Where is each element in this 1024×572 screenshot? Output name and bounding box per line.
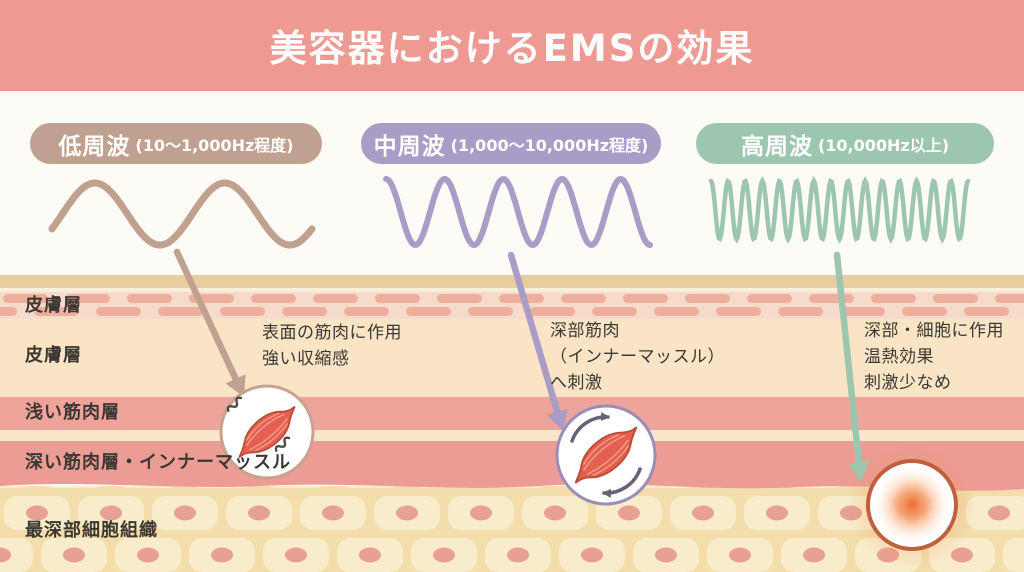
note-high-line-2: 温熱効果 — [864, 347, 934, 367]
skin-layer-label-5: 最深部細胞組織 — [25, 520, 158, 541]
pill-low-range: (10〜1,000Hz程度) — [135, 135, 294, 155]
note-mid-line-1: 深部筋肉 — [550, 321, 620, 341]
frequency-pill-low: 低周波 (10〜1,000Hz程度) — [30, 123, 322, 164]
arrow-mid — [507, 251, 568, 431]
wave-mid — [383, 175, 653, 249]
note-high-line-1: 深部・細胞に作用 — [864, 321, 1004, 341]
note-mid: 深部筋肉 （インナーマッスル） へ刺激 — [550, 318, 725, 396]
note-low: 表面の筋肉に作用 強い収縮感 — [262, 320, 402, 372]
note-mid-line-3: へ刺激 — [550, 373, 603, 393]
inner-muscle-stimulation-icon — [555, 404, 657, 506]
heat-effect-icon — [848, 441, 976, 569]
wave-low — [48, 179, 316, 249]
pill-high-label: 高周波 — [740, 133, 813, 160]
shallow-muscle-layer — [0, 397, 1024, 430]
skin-layer-label-3: 浅い筋肉層 — [25, 402, 120, 423]
skin-layer-label-1: 皮膚層 — [25, 295, 82, 316]
note-high: 深部・細胞に作用 温熱効果 刺激少なめ — [864, 318, 1004, 396]
epidermis-dash-pattern — [0, 292, 1024, 319]
frequency-pill-high: 高周波 (10,000Hz以上) — [696, 123, 994, 164]
pill-high-range: (10,000Hz以上) — [817, 135, 950, 155]
pill-mid-range: (1,000〜10,000Hz程度) — [450, 135, 649, 155]
skin-layer-label-2: 皮膚層 — [25, 345, 82, 366]
arrow-low — [173, 248, 246, 397]
note-low-line-1: 表面の筋肉に作用 — [262, 323, 402, 343]
note-mid-line-2: （インナーマッスル） — [550, 347, 725, 367]
note-high-line-3: 刺激少なめ — [864, 373, 952, 393]
note-low-line-2: 強い収縮感 — [262, 349, 350, 369]
pill-mid-label: 中周波 — [373, 133, 446, 160]
skin-surface-layer — [0, 275, 1024, 288]
illustration-canvas — [0, 175, 1024, 572]
pill-low-label: 低周波 — [58, 133, 131, 160]
title-bar: 美容器におけるEMSの効果 — [0, 0, 1024, 91]
muscle-contraction-icon — [219, 384, 315, 480]
frequency-pill-mid: 中周波 (1,000〜10,000Hz程度) — [361, 123, 661, 164]
wave-high — [708, 176, 971, 244]
skin-layer-label-4: 深い筋肉層・インナーマッスル — [25, 452, 291, 473]
page-title: 美容器におけるEMSの効果 — [269, 27, 755, 70]
